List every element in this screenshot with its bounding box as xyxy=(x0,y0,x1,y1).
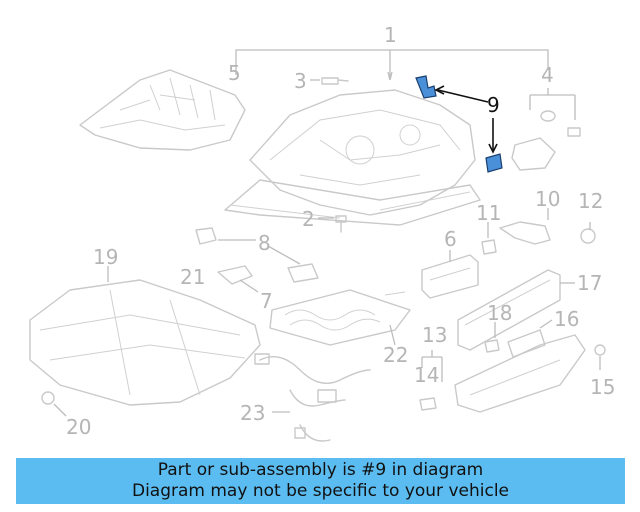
label-4: 4 xyxy=(541,63,554,87)
info-banner: Part or sub-assembly is #9 in diagram Di… xyxy=(16,458,625,504)
label-20: 20 xyxy=(66,415,91,439)
label-22: 22 xyxy=(383,343,408,367)
part-9-bracket-lower xyxy=(485,153,503,173)
bolt-part-2 xyxy=(318,215,347,233)
clip-part-20 xyxy=(41,391,67,417)
bracket-part-7 xyxy=(217,265,259,293)
label-2: 2 xyxy=(302,207,315,231)
part-9-bracket-upper xyxy=(415,75,437,99)
mat-part-22 xyxy=(269,289,411,346)
label-6: 6 xyxy=(444,227,457,251)
label-12: 12 xyxy=(578,189,603,213)
parts-10-11-12 xyxy=(481,208,596,255)
label-23: 23 xyxy=(240,401,265,425)
label-13: 13 xyxy=(422,323,447,347)
label-15: 15 xyxy=(590,375,615,399)
wire-harness-part-23 xyxy=(254,353,371,442)
label-18: 18 xyxy=(487,301,512,325)
label-8: 8 xyxy=(258,231,271,255)
bracket-part-8 xyxy=(195,227,319,283)
label-11: 11 xyxy=(476,201,501,225)
part-4-group xyxy=(511,88,581,171)
label-16: 16 xyxy=(554,307,579,331)
label-19: 19 xyxy=(93,245,118,269)
label-17: 17 xyxy=(577,271,602,295)
label-3: 3 xyxy=(294,69,307,93)
bolt-part-3 xyxy=(321,77,349,85)
seat-frame-part xyxy=(224,89,481,226)
label-7: 7 xyxy=(260,289,273,313)
seat-cushion-part-19 xyxy=(29,266,261,406)
label-5: 5 xyxy=(228,61,241,85)
leader-group-1 xyxy=(235,49,549,81)
label-21: 21 xyxy=(180,265,205,289)
label-14: 14 xyxy=(414,363,439,387)
seat-pan-frame-part xyxy=(79,69,246,151)
cover-part-6 xyxy=(421,250,479,299)
highlighted-part-9 xyxy=(415,75,503,173)
label-1: 1 xyxy=(384,23,397,47)
side-cover-parts xyxy=(419,269,606,413)
label-10: 10 xyxy=(535,187,560,211)
banner-line-part-number: Part or sub-assembly is #9 in diagram xyxy=(157,460,484,480)
banner-line-disclaimer: Diagram may not be specific to your vehi… xyxy=(131,481,509,501)
label-9: 9 xyxy=(487,93,500,117)
